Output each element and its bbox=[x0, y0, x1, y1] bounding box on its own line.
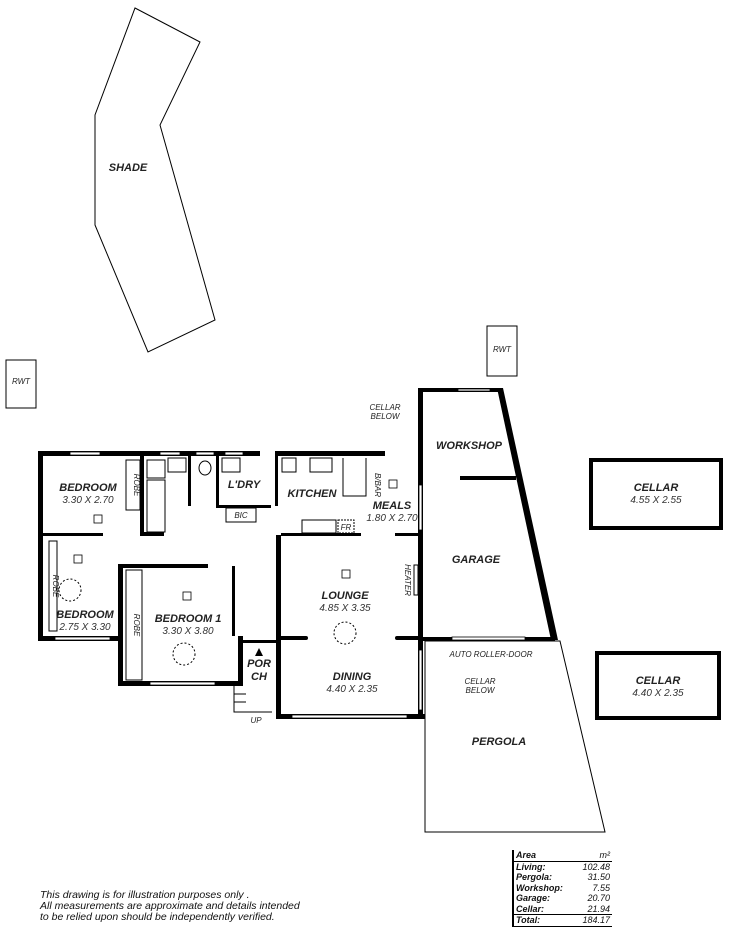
area-row: Workshop:7.55 bbox=[516, 882, 610, 893]
entry-arrow-icon bbox=[255, 648, 263, 656]
garage-walls bbox=[418, 388, 558, 641]
room-meals-dims: 1.80 X 2.70 bbox=[366, 513, 418, 524]
label-cellar-below-1b: BELOW bbox=[371, 412, 401, 421]
rwt-right-label: RWT bbox=[493, 345, 512, 354]
rwt-left-label: RWT bbox=[12, 377, 31, 386]
room-porch-2: CH bbox=[251, 671, 268, 683]
room-bedroom-b-dims: 2.75 X 3.30 bbox=[58, 622, 111, 633]
label-robe-2: ROBE bbox=[51, 575, 60, 598]
disclaimer-notes: This drawing is for illustration purpose… bbox=[40, 890, 300, 923]
room-workshop: WORKSHOP bbox=[436, 440, 503, 452]
room-bedroom1: BEDROOM 1 bbox=[155, 613, 222, 625]
area-total: Total:184.17 bbox=[514, 914, 612, 927]
cellar-1 bbox=[589, 458, 723, 530]
label-fr: FR bbox=[341, 523, 352, 532]
label-bic: BIC bbox=[234, 511, 248, 520]
area-row: Garage:20.70 bbox=[516, 893, 610, 903]
label-cellar-below-2b: BELOW bbox=[466, 686, 496, 695]
room-bedroom-a-dims: 3.30 X 2.70 bbox=[62, 495, 114, 506]
label-auto-roller-door: AUTO ROLLER-DOOR bbox=[449, 650, 533, 659]
room-bedroom-a: BEDROOM bbox=[59, 482, 117, 494]
rwt-left bbox=[5, 359, 37, 409]
room-bedroom1-dims: 3.30 X 3.80 bbox=[162, 626, 214, 637]
room-lounge: LOUNGE bbox=[321, 590, 369, 602]
room-garage: GARAGE bbox=[452, 554, 501, 566]
room-bedroom-b: BEDROOM bbox=[56, 609, 114, 621]
note-line: All measurements are approximate and det… bbox=[40, 900, 300, 912]
label-heater: HEATER bbox=[403, 564, 412, 596]
rwt-right bbox=[486, 325, 518, 377]
shade-structure bbox=[94, 7, 216, 353]
area-row: Cellar:21.94 bbox=[516, 903, 610, 914]
light-icons bbox=[73, 479, 398, 601]
room-cellar-2: CELLAR bbox=[636, 675, 681, 687]
room-cellar-1: CELLAR bbox=[634, 482, 679, 494]
shade-label: SHADE bbox=[109, 162, 148, 174]
room-laundry: L'DRY bbox=[228, 479, 262, 491]
note-line: to be relied upon should be independentl… bbox=[40, 911, 275, 923]
room-lounge-dims: 4.85 X 3.35 bbox=[319, 603, 371, 614]
room-dining-dims: 4.40 X 2.35 bbox=[326, 684, 378, 695]
house-walls bbox=[38, 440, 425, 719]
label-bbar: B/BAR bbox=[373, 473, 382, 497]
room-dining: DINING bbox=[333, 671, 372, 683]
room-meals: MEALS bbox=[373, 500, 412, 512]
cellar-2 bbox=[595, 651, 721, 720]
label-cellar-below-1a: CELLAR bbox=[369, 403, 400, 412]
area-row: Pergola:31.50 bbox=[516, 872, 610, 882]
room-porch-1: POR bbox=[247, 658, 271, 670]
room-kitchen: KITCHEN bbox=[288, 488, 338, 500]
pergola-outline bbox=[424, 640, 606, 833]
note-line: This drawing is for illustration purpose… bbox=[40, 889, 250, 901]
room-pergola: PERGOLA bbox=[472, 736, 526, 748]
label-robe-3: ROBE bbox=[132, 614, 141, 637]
room-cellar-2-dims: 4.40 X 2.35 bbox=[632, 688, 684, 699]
label-cellar-below-2a: CELLAR bbox=[464, 677, 495, 686]
area-row: Living:102.48 bbox=[516, 861, 610, 872]
label-robe-1: ROBE bbox=[132, 474, 141, 497]
room-cellar-1-dims: 4.55 X 2.55 bbox=[630, 495, 682, 506]
label-up: UP bbox=[250, 716, 262, 725]
fixtures bbox=[48, 457, 419, 713]
ceiling-fan-icons bbox=[58, 578, 357, 666]
